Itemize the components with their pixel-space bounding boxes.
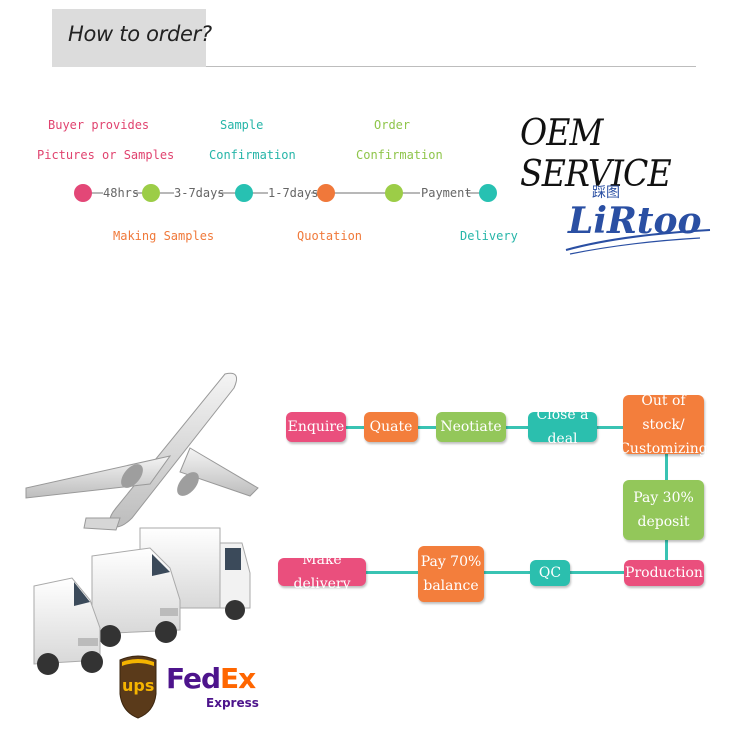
shipping-illustration <box>25 372 259 675</box>
step-label: Neotiate <box>440 419 502 435</box>
timeline-line <box>91 192 103 194</box>
ups-logo: ups <box>118 654 158 720</box>
timeline-connector-1-7days: 1-7days <box>268 186 319 200</box>
timeline-connector-payment: Payment <box>421 186 472 200</box>
timeline-connector-3-7days: 3-7days <box>174 186 225 200</box>
step-label: Quate <box>369 419 413 435</box>
timeline-line <box>218 192 236 194</box>
step-quate: Quate <box>364 412 418 442</box>
fedex-fed-text: Fed <box>166 662 221 695</box>
flow-connector <box>366 571 418 574</box>
timeline-connector-48hrs: 48hrs <box>103 186 140 200</box>
step-label-line2: Customizing <box>619 440 708 457</box>
timeline-dot <box>235 184 253 202</box>
van-icon <box>91 547 181 647</box>
fedex-express-text: Express <box>206 696 259 710</box>
flow-connector <box>346 426 364 429</box>
step-pay-70: Pay 70% balance <box>418 546 484 602</box>
header-divider <box>206 66 696 67</box>
step-neotiate: Neotiate <box>436 412 506 442</box>
step-close-deal: Close a deal <box>528 407 597 447</box>
step-label-line2: balance <box>423 578 479 594</box>
step-label: Close a deal <box>536 407 589 447</box>
timeline-label-quotation: Quotation <box>297 229 363 243</box>
flow-connector <box>597 426 623 429</box>
flow-connector <box>418 426 436 429</box>
step-out-of-stock: Out of stock/ Customizing <box>619 393 708 457</box>
small-van-icon <box>33 577 103 675</box>
step-label-line2: deposit <box>637 514 690 530</box>
timeline-label-order-line2: Confirmation <box>356 148 443 162</box>
fedex-ex-text: Ex <box>220 662 256 695</box>
timeline-label-making-samples: Making Samples <box>113 229 215 243</box>
step-label: QC <box>538 565 562 581</box>
timeline-label-buyer-line2: Pictures or Samples <box>37 148 175 162</box>
timeline-dot <box>74 184 92 202</box>
flow-connector <box>506 426 528 429</box>
flow-connector <box>570 571 624 574</box>
timeline-label-sample-line1: Sample <box>220 118 264 132</box>
timeline-line <box>466 192 480 194</box>
timeline-label-order-line1: Order <box>374 118 411 132</box>
logo-text: LiRtoo <box>568 200 702 242</box>
timeline-dot <box>142 184 160 202</box>
step-label-line1: Pay 70% <box>420 554 482 570</box>
step-enquire: Enquire <box>286 412 346 442</box>
order-timeline: Buyer provides Pictures or Samples Sampl… <box>0 0 520 260</box>
timeline-line <box>311 192 319 194</box>
timeline-label-buyer-line1: Buyer provides <box>48 118 150 132</box>
flow-connector <box>665 540 668 560</box>
page-title: How to order? <box>68 22 212 46</box>
step-label: Enquire <box>287 419 345 435</box>
timeline-line <box>402 192 420 194</box>
ups-shield-icon <box>119 655 157 719</box>
logo-swoosh-icon <box>565 229 711 255</box>
step-production: Production <box>624 560 704 586</box>
flow-connector <box>665 454 668 480</box>
timeline-line <box>134 192 144 194</box>
timeline-line <box>334 192 386 194</box>
logo-mark: 踩图 <box>592 185 620 201</box>
step-qc: QC <box>530 560 570 586</box>
flow-connector <box>484 571 530 574</box>
step-label-line1: Pay 30% <box>633 490 694 506</box>
step-label-line1: Out of stock/ <box>641 392 686 433</box>
fedex-logo: FedEx Express <box>166 662 259 712</box>
header-bar <box>52 9 206 67</box>
brand-logo: 踩图 LiRtoo <box>560 180 720 260</box>
step-label: Production <box>625 565 703 581</box>
timeline-label-sample-line2: Confirmation <box>209 148 296 162</box>
timeline-line <box>252 192 268 194</box>
step-pay-30: Pay 30% deposit <box>623 480 704 540</box>
timeline-dot <box>317 184 335 202</box>
airplane-icon <box>25 372 259 531</box>
timeline-dot <box>385 184 403 202</box>
ups-text: ups <box>122 676 155 695</box>
oem-service-title: OEM SERVICE <box>520 113 672 195</box>
step-label: Make delivery <box>293 552 351 592</box>
timeline-dot <box>479 184 497 202</box>
timeline-label-delivery: Delivery <box>460 229 518 243</box>
timeline-line <box>160 192 174 194</box>
step-make-delivery: Make delivery <box>278 552 366 592</box>
